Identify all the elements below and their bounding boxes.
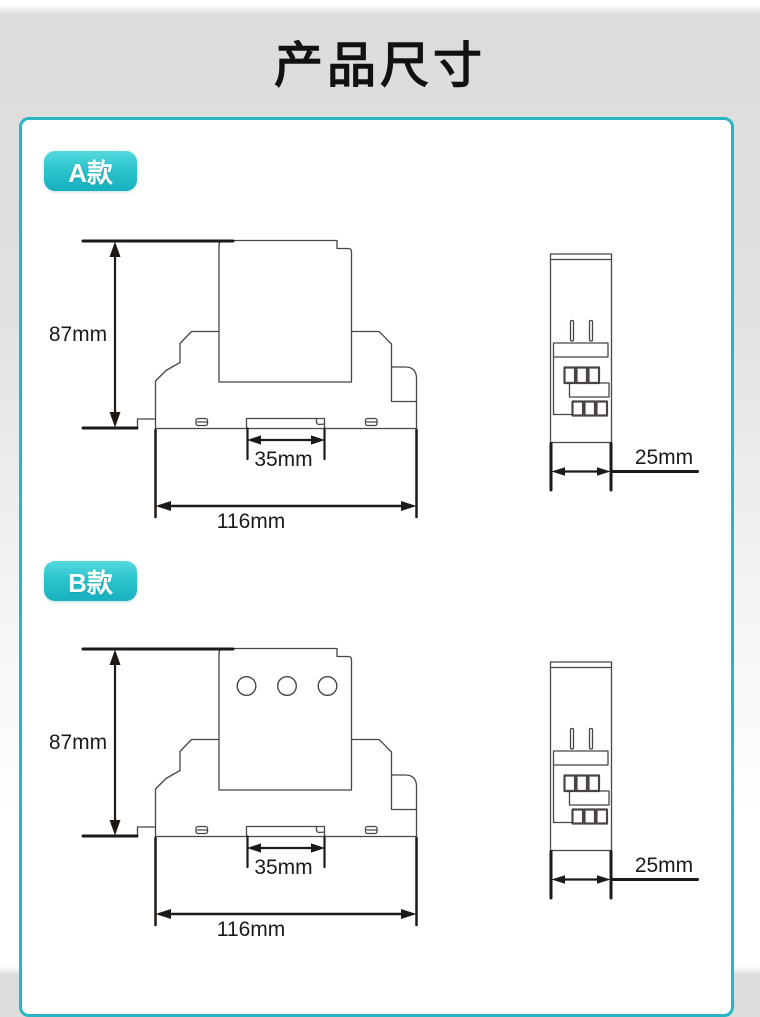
dim-width-label-b: 116mm — [216, 918, 286, 941]
technical-drawings — [81, 239, 699, 927]
dim-width-label-a: 116mm — [216, 510, 286, 533]
variant-b-badge: B款 — [44, 561, 137, 601]
product-dimensions-panel — [19, 117, 734, 1017]
page-title: 产品尺寸 — [273, 39, 486, 93]
front-view-a — [81, 239, 418, 519]
dim-depth-label-b: 25mm — [634, 854, 694, 877]
variant-a-badge: A款 — [44, 151, 137, 191]
dim-height-label-a: 87mm — [48, 323, 108, 346]
dim-rail-label-a: 35mm — [254, 448, 313, 471]
dim-depth-label-a: 25mm — [634, 446, 694, 469]
dim-height-label-b: 87mm — [48, 731, 108, 754]
dim-rail-label-b: 35mm — [254, 856, 313, 879]
variant-b-terminal-holes — [236, 676, 338, 697]
